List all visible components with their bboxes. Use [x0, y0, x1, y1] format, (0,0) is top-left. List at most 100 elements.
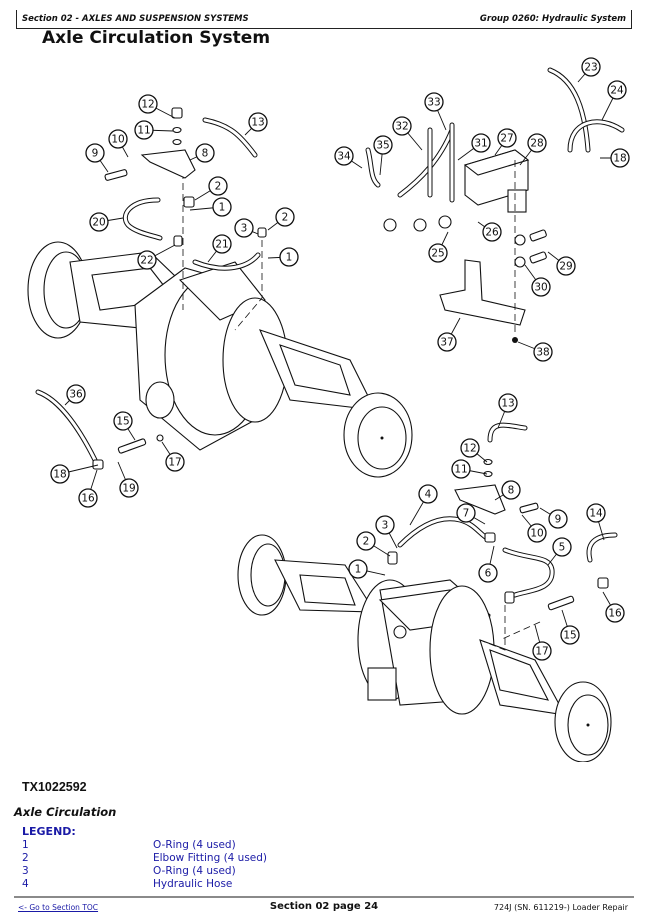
callout-circle: [195, 143, 215, 163]
callout-circle: [119, 478, 139, 498]
callout-number: 9: [555, 514, 562, 526]
callout-number: 4: [425, 489, 432, 501]
go-to-section-toc-link[interactable]: <- Go to Section TOC: [18, 903, 99, 912]
callout-circle: [66, 384, 86, 404]
callout-circle: [108, 129, 128, 149]
page-title: Axle Circulation System: [42, 28, 271, 48]
group-label: Group 0260: Hydraulic System: [479, 14, 626, 24]
section-label: Section 02 - AXLES AND SUSPENSION SYSTEM…: [22, 14, 249, 24]
callout-number: 23: [584, 62, 597, 74]
legend-item: 4 Hydraulic Hose: [22, 878, 522, 891]
callout-circle: [607, 80, 627, 100]
callout-13: 13: [497, 393, 518, 429]
legend-heading: LEGEND:: [22, 825, 76, 838]
callout-10: 10: [108, 129, 129, 158]
callout-circle: [334, 146, 354, 166]
callout-circle: [373, 135, 393, 155]
callout-circle: [605, 603, 625, 623]
callout-circle: [501, 480, 521, 500]
legend-item-description: O-Ring (4 used): [153, 865, 236, 877]
callout-number: 20: [92, 217, 105, 229]
legend-item-number: 2: [22, 852, 29, 864]
figure-id: TX1022592: [22, 780, 87, 794]
callout-circle: [78, 488, 98, 508]
callout-number: 36: [69, 389, 83, 401]
callout-1: 1: [189, 197, 232, 217]
callout-number: 37: [440, 337, 453, 349]
callout-circle: [531, 277, 551, 297]
callout-27: 27: [494, 128, 517, 156]
callout-circle: [471, 133, 491, 153]
callout-circle: [275, 207, 295, 227]
callout-number: 17: [535, 646, 548, 658]
callout-circle: [497, 128, 517, 148]
callout-2: 2: [356, 531, 391, 557]
callout-number: 38: [536, 347, 549, 359]
callout-circle: [482, 222, 502, 242]
callout-22: 22: [137, 244, 176, 270]
callout-circle: [428, 243, 448, 263]
callout-18: 18: [50, 464, 99, 484]
callout-circle: [212, 197, 232, 217]
callout-circle: [498, 393, 518, 413]
manual-title: 724J (SN. 611219-) Loader Repair: [493, 903, 628, 912]
callout-30: 30: [524, 264, 551, 297]
callout-number: 34: [337, 151, 351, 163]
callout-number: 11: [454, 464, 467, 476]
legend-item-number: 4: [22, 878, 29, 890]
callout-number: 32: [395, 121, 408, 133]
callout-32: 32: [392, 116, 423, 151]
exploded-parts-diagram: 1211131098212032211222324333235312728183…: [27, 57, 630, 762]
callout-21: 21: [207, 234, 232, 263]
legend-item: 3 O-Ring (4 used): [22, 865, 522, 878]
callout-number: 28: [530, 138, 543, 150]
callout-10: 10: [521, 514, 547, 543]
callout-8: 8: [494, 480, 521, 501]
page-header: Section 02 - AXLES AND SUSPENSION SYSTEM…: [16, 6, 632, 29]
callout-5: 5: [547, 537, 572, 566]
callout-12: 12: [460, 438, 488, 463]
legend-item-number: 1: [22, 839, 29, 851]
header-left-rule: [16, 10, 17, 28]
callout-circle: [560, 625, 580, 645]
callout-2: 2: [194, 176, 228, 201]
callout-number: 19: [122, 483, 135, 495]
callout-19: 19: [117, 461, 139, 498]
callout-9: 9: [539, 507, 568, 529]
callout-number: 25: [431, 248, 444, 260]
legend-item-description: O-Ring (4 used): [153, 839, 236, 851]
top-left-hardware: [104, 107, 267, 271]
callout-28: 28: [519, 133, 547, 166]
upper-axle-illustration: [27, 150, 413, 478]
callout-6: 6: [478, 545, 498, 583]
callout-1: 1: [348, 559, 386, 579]
callout-number: 31: [474, 138, 487, 150]
callout-number: 2: [282, 212, 289, 224]
callout-circle: [552, 537, 572, 557]
callout-number: 12: [463, 443, 476, 455]
callout-2: 2: [267, 207, 295, 231]
callout-circle: [548, 509, 568, 529]
callout-number: 15: [116, 416, 129, 428]
callout-number: 30: [534, 282, 547, 294]
callout-3: 3: [375, 515, 398, 549]
callout-circle: [533, 342, 553, 362]
callout-number: 16: [81, 493, 95, 505]
footer-divider: [14, 896, 634, 898]
callout-number: 16: [608, 608, 622, 620]
callout-38: 38: [517, 341, 553, 362]
callout-number: 7: [463, 508, 470, 520]
callout-circle: [375, 515, 395, 535]
callout-1: 1: [267, 247, 299, 267]
callout-number: 17: [168, 457, 181, 469]
callout-17: 17: [161, 441, 185, 472]
callout-37: 37: [437, 317, 461, 352]
callout-number: 33: [427, 97, 440, 109]
callout-number: 26: [485, 227, 499, 239]
callout-circle: [234, 218, 254, 238]
callout-circle: [581, 57, 601, 77]
callout-17: 17: [532, 624, 552, 661]
callout-number: 3: [241, 223, 248, 235]
callout-number: 2: [363, 536, 370, 548]
